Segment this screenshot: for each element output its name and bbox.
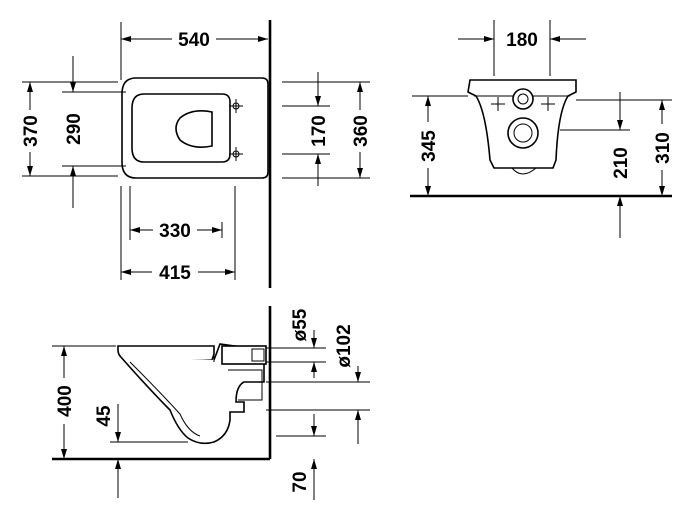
bolt-mark-lower [229, 147, 243, 161]
side-inlet-block [221, 345, 267, 365]
dim-label-400: 400 [55, 385, 76, 417]
dim-label-180: 180 [506, 30, 538, 51]
dim-d102: ø102 [266, 324, 370, 444]
dim-label-d55: ø55 [290, 308, 311, 341]
front-bolt-left [491, 97, 505, 111]
dim-label-70: 70 [290, 471, 311, 492]
dim-180: 180 [458, 20, 586, 76]
dim-label-540: 540 [178, 30, 210, 51]
dim-45: 45 [94, 404, 188, 498]
dim-210: 210 [560, 92, 632, 238]
dim-label-170: 170 [309, 115, 330, 147]
dim-70: 70 [276, 414, 326, 500]
dim-290: 290 [62, 56, 126, 208]
dim-label-360: 360 [351, 115, 372, 147]
drain-shape [175, 110, 213, 148]
dim-415: 415 [120, 186, 235, 284]
dim-310: 310 [576, 99, 674, 196]
dim-label-345: 345 [419, 130, 440, 162]
dim-400: 400 [52, 345, 116, 459]
dim-label-370: 370 [21, 115, 42, 147]
side-bowl-outline [119, 343, 265, 445]
dim-label-330: 330 [159, 221, 191, 242]
front-view: 180 345 210 310 [410, 20, 674, 238]
front-bolt-right [541, 97, 555, 111]
dim-label-d102: ø102 [334, 324, 355, 367]
side-view: 400 45 ø55 ø102 [52, 306, 370, 500]
dim-label-310: 310 [653, 132, 674, 164]
bolt-mark-upper [229, 99, 243, 113]
dim-360: 360 [282, 81, 372, 179]
top-view: 540 370 290 [21, 20, 372, 288]
dim-label-415: 415 [159, 263, 191, 284]
dim-label-290: 290 [64, 113, 85, 145]
dim-330: 330 [129, 186, 236, 280]
dim-label-210: 210 [611, 147, 632, 179]
dim-345: 345 [412, 95, 468, 196]
dim-540: 540 [120, 22, 268, 80]
dim-d55: ø55 [266, 308, 326, 378]
front-outlet-opening [507, 117, 539, 149]
dim-170: 170 [282, 72, 330, 186]
dim-label-45: 45 [94, 405, 115, 427]
front-upper-opening [512, 88, 534, 110]
